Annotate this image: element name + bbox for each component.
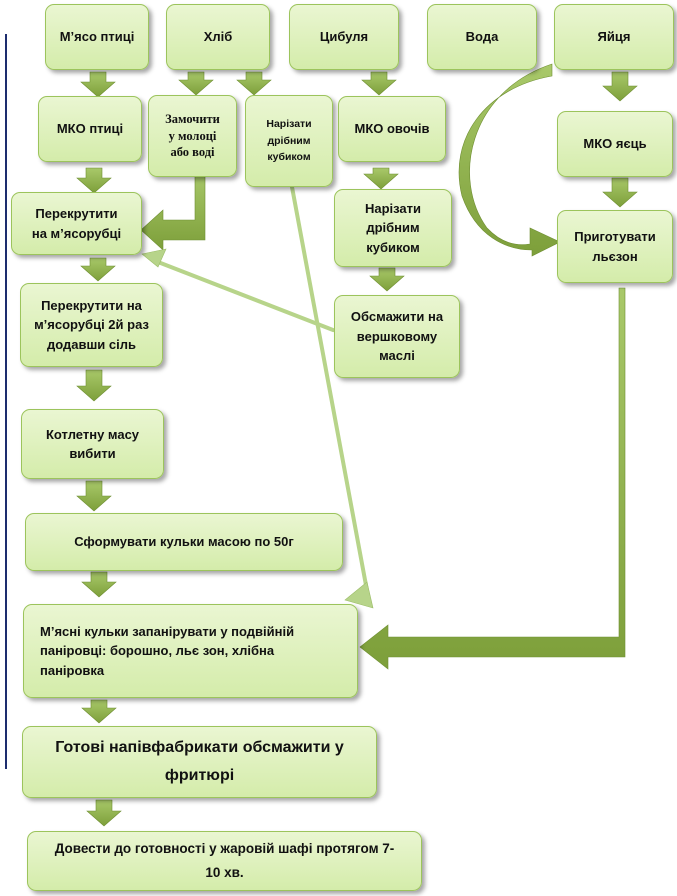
arrow-fry-to-mince1 [156, 260, 335, 332]
arrow-cut-bread-to-coat-head [344, 581, 374, 609]
box-eggs: Яйця [554, 4, 674, 70]
box-mko-veg: МКО овочів [338, 96, 446, 162]
box-mko-eggs: МКО яєць [557, 111, 673, 177]
arrow-mko-poultry-to-mince [76, 167, 112, 194]
page-margin-line [5, 34, 7, 769]
arrow-cut-to-fry [369, 267, 405, 292]
box-bread: Хліб [166, 4, 270, 70]
arrow-mince2-to-beat [76, 369, 112, 402]
box-finish: Довести до готовності у жаровій шафі про… [27, 831, 422, 891]
arrow-mince1-to-mince2 [80, 257, 116, 282]
arrow-lezon-to-coat [359, 287, 626, 670]
box-lezon: Приготувати льєзон [557, 210, 673, 283]
box-water: Вода [427, 4, 537, 70]
arrow-bread-to-cut [236, 71, 272, 96]
box-deep-fry: Готові напівфабрикати обсмажити у фритюр… [22, 726, 377, 798]
arrow-fry-to-mince1-head [141, 248, 167, 268]
arrow-eggs-curve-to-lezon [458, 63, 561, 257]
arrow-fry-to-finish [86, 799, 122, 827]
arrow-form-to-coat [81, 571, 117, 598]
box-fry-butter: Обсмажити на вершковому маслі [334, 295, 460, 378]
arrow-beat-to-form [76, 480, 112, 512]
box-mince2: Перекрутити на м’ясорубці 2й раз додавши… [20, 283, 163, 367]
arrow-mko-veg-to-cut [363, 167, 399, 190]
arrow-bread-to-soak [178, 71, 214, 96]
arrow-soak-to-mince1 [140, 169, 206, 251]
box-beat: Котлетну масу вибити [21, 409, 164, 479]
box-onion: Цибуля [289, 4, 399, 70]
box-mince1: Перекрутити на м’ясорубці [11, 192, 142, 255]
arrow-mko-eggs-to-lezon [602, 177, 638, 208]
box-mko-poultry: МКО птиці [38, 96, 142, 162]
box-cut-bread: Нарізати дрібним кубиком [245, 95, 333, 187]
arrow-eggs-to-mko [602, 71, 638, 102]
arrow-coat-to-fry [81, 699, 117, 724]
box-soak: Замочити у молоці або воді [148, 95, 237, 177]
box-bread-coat: М’ясні кульки запанірувати у подвійній п… [23, 604, 358, 698]
box-cut-onion: Нарізати дрібним кубиком [334, 189, 452, 267]
arrow-onion-to-mko [361, 71, 397, 96]
arrow-poultry-to-mko [80, 71, 116, 98]
box-poultry: М’ясо птиці [45, 4, 149, 70]
box-form: Сформувати кульки масою по 50г [25, 513, 343, 571]
arrow-cut-bread-to-coat [290, 185, 370, 598]
